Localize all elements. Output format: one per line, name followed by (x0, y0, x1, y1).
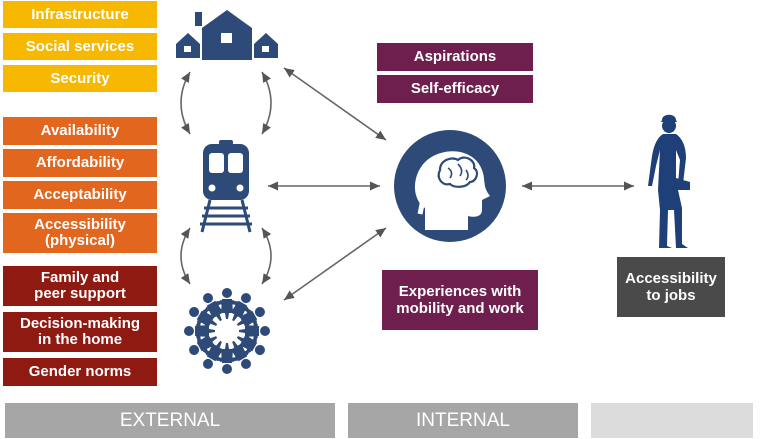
train-icon (200, 140, 252, 233)
accessibility-physical-box: Accessibility(physical) (3, 213, 157, 253)
affordability-box: Affordability (3, 149, 157, 177)
affordability-label: Affordability (35, 154, 125, 171)
community-icon (184, 288, 270, 374)
gender-norms-box: Gender norms (3, 358, 157, 386)
security-box: Security (3, 65, 157, 92)
infrastructure-box: Infrastructure (3, 1, 157, 28)
security-label: Security (50, 69, 110, 87)
houses-train-right-arrow (261, 71, 272, 135)
community-head-arrow (283, 227, 387, 301)
peer-support-label: peer support (34, 285, 126, 302)
to-jobs-label: to jobs (646, 287, 696, 304)
outcome-bar (591, 403, 753, 438)
social-services-label: Social services (25, 37, 135, 55)
infrastructure-label: Infrastructure (31, 5, 129, 23)
decision-making-label: Decision-making (19, 315, 141, 332)
gender-norms-label: Gender norms (28, 363, 132, 380)
social-services-box: Social services (3, 33, 157, 60)
in-the-home-label: in the home (37, 331, 123, 348)
experiences-label: Experiences with (398, 283, 522, 300)
family-label: Family and (40, 269, 120, 286)
internal-bar: INTERNAL (348, 403, 578, 438)
community-person (202, 293, 226, 322)
availability-label: Availability (40, 122, 120, 139)
aspirations-label: Aspirations (413, 48, 497, 65)
houses-train-left-arrow (180, 71, 191, 135)
external-label: EXTERNAL (119, 409, 221, 431)
head-brain-icon (394, 130, 506, 242)
internal-label: INTERNAL (416, 409, 510, 431)
acceptability-box: Acceptability (3, 181, 157, 209)
accessibility-label: Accessibility (34, 216, 126, 233)
houses-icon (176, 10, 278, 60)
arrows (180, 67, 634, 301)
aspirations-box: Aspirations (377, 43, 533, 71)
train-community-left-arrow (180, 227, 191, 285)
accessibility-jobs-label: Accessibility (625, 270, 717, 287)
houses-head-arrow (283, 67, 387, 141)
self-efficacy-box: Self-efficacy (377, 75, 533, 103)
self-efficacy-label: Self-efficacy (410, 80, 500, 97)
acceptability-label: Acceptability (33, 186, 127, 203)
mobility-work-label: mobility and work (396, 300, 524, 317)
physical-label: (physical) (44, 232, 116, 249)
worker-icon (648, 114, 690, 248)
train-community-right-arrow (261, 227, 272, 285)
external-bar: EXTERNAL (5, 403, 335, 438)
availability-box: Availability (3, 117, 157, 145)
